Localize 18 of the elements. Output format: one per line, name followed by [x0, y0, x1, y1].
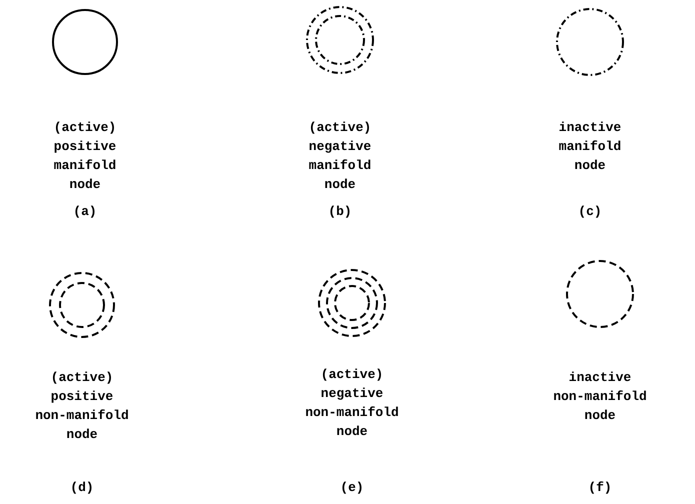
node-circle-symbol	[555, 7, 625, 77]
node-label: (active) positive manifold node	[52, 119, 118, 194]
node-circle-symbol	[48, 271, 116, 339]
node-label: (active) negative non-manifold node	[304, 366, 400, 441]
node-circle-symbol	[565, 259, 635, 329]
node-circle-symbol	[317, 268, 387, 338]
figure-caption: (f)	[587, 479, 613, 497]
figure-caption: (b)	[327, 203, 353, 221]
node-label: (active) negative manifold node	[308, 119, 372, 194]
figure-caption: (d)	[69, 479, 95, 497]
node-label: (active) positive non-manifold node	[34, 369, 130, 444]
node-circle-symbol	[305, 5, 375, 75]
figure-caption: (e)	[339, 479, 365, 497]
figure-caption: (c)	[577, 203, 603, 221]
node-label: inactive non-manifold node	[552, 369, 648, 425]
node-label: inactive manifold node	[558, 119, 622, 175]
node-circle-symbol	[51, 8, 119, 76]
figure-caption: (a)	[72, 203, 98, 221]
